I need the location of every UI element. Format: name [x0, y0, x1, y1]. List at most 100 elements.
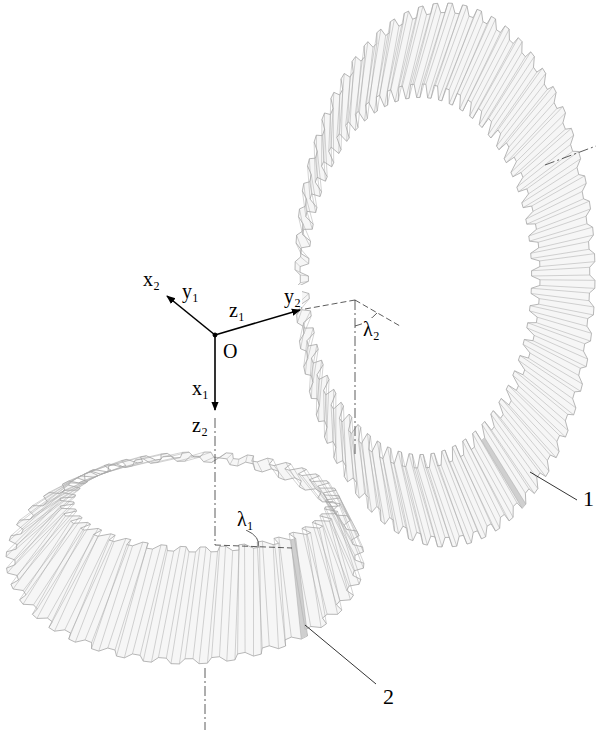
tooth-edge [301, 299, 309, 309]
tooth-edge [302, 231, 310, 246]
tooth-edge [304, 316, 311, 334]
tooth-edge [509, 92, 556, 147]
tooth-edge [151, 458, 175, 463]
tooth-edge [289, 470, 305, 490]
tooth-edge [92, 540, 131, 643]
tooth-edge [333, 389, 335, 441]
tooth-edge [358, 42, 368, 112]
tooth-edge [171, 452, 189, 456]
tooth-edge [498, 68, 542, 130]
tooth-edge [317, 151, 321, 192]
tooth-edge [323, 526, 342, 610]
tooth-edge [531, 249, 589, 258]
tooth-edge [536, 209, 590, 229]
tooth-edge [388, 24, 403, 105]
tooth-edge [453, 461, 486, 537]
tooth-edge [374, 36, 385, 114]
tooth-edge [422, 3, 448, 84]
tooth-edge [306, 470, 321, 493]
tooth-edge [309, 159, 311, 194]
tooth-edge [482, 441, 522, 509]
tooth-edge [326, 395, 327, 444]
tooth-edge [333, 409, 336, 463]
tooth-edge [457, 16, 491, 93]
axis-arrow [214, 335, 216, 410]
tooth-edge [417, 13, 441, 98]
tooth-edge [327, 481, 347, 516]
tooth-edge [529, 311, 587, 326]
tooth-edge [326, 500, 355, 555]
tooth-edge [445, 450, 477, 531]
tooth-edge [391, 448, 407, 528]
tooth-edge [452, 447, 487, 526]
tooth-edge [301, 257, 309, 264]
tooth-edge [20, 521, 71, 600]
tooth-edge [540, 254, 595, 261]
center-lines [205, 146, 596, 730]
marked-tooth [291, 538, 308, 639]
tooth-edge [219, 546, 225, 657]
tooth-edge [474, 447, 513, 517]
tooth-edge [517, 145, 571, 188]
tooth-edge [482, 424, 525, 493]
tooth-edge [323, 493, 351, 540]
tooth-edge [235, 550, 239, 660]
tooth-edge [297, 235, 302, 248]
tooth-edge [300, 275, 308, 276]
tooth-edge [125, 460, 156, 468]
tooth-edge [538, 227, 593, 242]
tooth-edge [301, 249, 309, 258]
tooth-edge [298, 474, 317, 498]
tooth-edge [191, 452, 205, 456]
small-bevel-gear [6, 452, 364, 664]
tooth-edge [32, 528, 80, 614]
tooth-edge [442, 451, 473, 532]
tooth-edge [279, 537, 292, 637]
tooth-edge [533, 341, 586, 367]
tooth-edge [132, 459, 161, 466]
tooth-edge [303, 224, 311, 241]
tooth-edge [528, 159, 580, 194]
tooth-edge [342, 422, 348, 482]
tooth-edge [179, 552, 195, 664]
tooth-edge [468, 26, 505, 100]
tooth-edge [317, 360, 321, 399]
tooth-edge [491, 57, 534, 122]
tooth-edge [116, 456, 146, 464]
tooth-edge [532, 176, 585, 206]
tooth-edge [352, 417, 357, 482]
tooth-edge [285, 469, 300, 487]
tooth-edge [71, 535, 116, 633]
tooth-edge [230, 459, 233, 465]
tooth-edge [323, 390, 325, 437]
tooth-edge [324, 495, 353, 545]
gear-body [6, 452, 364, 664]
tooth-edge [491, 430, 534, 493]
tooth-edge [301, 328, 305, 349]
tooth-edge [471, 450, 509, 521]
tooth-edge [471, 29, 509, 102]
tooth-edge [409, 454, 431, 537]
tooth-edge [257, 462, 262, 472]
tooth-edge [369, 29, 381, 102]
tooth-edge [343, 406, 345, 466]
tooth-edge [399, 7, 419, 87]
tooth-edge [514, 107, 563, 158]
tooth-edge [531, 242, 589, 254]
tooth-edge [244, 544, 246, 652]
tooth-edge [108, 462, 143, 472]
tooth-edge [426, 3, 452, 84]
tooth-edge [253, 548, 254, 656]
tooth-edge [267, 458, 271, 469]
tooth-edge [299, 323, 303, 341]
tooth-edge [262, 541, 269, 646]
tooth-edge [521, 128, 571, 172]
tooth-edge [406, 467, 427, 545]
tooth-edge [339, 496, 363, 547]
tooth-edge [32, 476, 80, 506]
tooth-edge [536, 323, 590, 341]
tooth-edge [473, 44, 514, 119]
tooth-edge [7, 506, 61, 568]
tooth-edge [291, 540, 301, 639]
tooth-edge [305, 527, 327, 615]
